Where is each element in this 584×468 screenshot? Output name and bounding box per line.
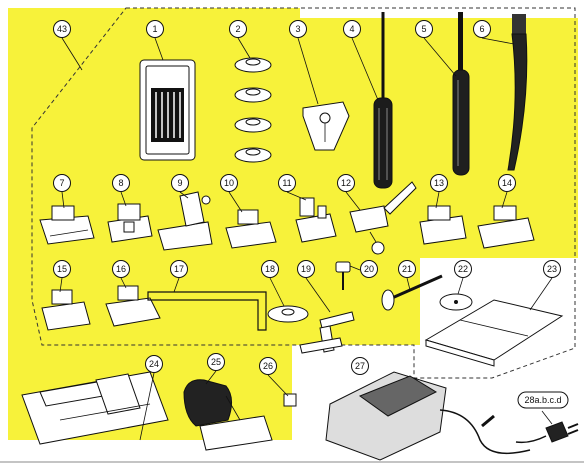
- callout-19: 19: [297, 260, 315, 278]
- svg-text:23: 23: [547, 264, 557, 274]
- svg-text:14: 14: [502, 178, 512, 188]
- callout-13: 13: [430, 174, 448, 192]
- callout-9: 9: [171, 174, 189, 192]
- leader-lines: [59, 37, 553, 441]
- svg-text:10: 10: [224, 178, 234, 188]
- presser-foot-15: [41, 289, 91, 331]
- callout-20: 20: [360, 260, 378, 278]
- bobbin-winder-guide: [299, 311, 355, 354]
- svg-text:20: 20: [364, 264, 374, 274]
- callout-17: 17: [170, 260, 188, 278]
- svg-text:22: 22: [458, 264, 468, 274]
- callout-7: 7: [53, 174, 71, 192]
- callout-2: 2: [229, 20, 247, 38]
- callout-16: 16: [112, 260, 130, 278]
- callout-23: 23: [543, 260, 561, 278]
- callout-10: 10: [220, 174, 238, 192]
- spool-felt: [439, 293, 473, 311]
- svg-text:6: 6: [479, 24, 484, 34]
- svg-text:15: 15: [57, 264, 67, 274]
- presser-foot-14: [477, 205, 535, 249]
- buttonhole-foot: [21, 371, 169, 445]
- svg-text:17: 17: [174, 264, 184, 274]
- presser-foot-7: [39, 205, 95, 245]
- callout-28: 28a.b.c.d: [517, 391, 569, 409]
- walking-foot: [183, 379, 273, 451]
- svg-text:12: 12: [341, 178, 351, 188]
- spool-cap: [267, 305, 309, 323]
- callout-12: 12: [337, 174, 355, 192]
- callout-24: 24: [145, 355, 163, 373]
- svg-text:21: 21: [402, 264, 412, 274]
- callout-15: 15: [53, 260, 71, 278]
- callout-8: 8: [112, 174, 130, 192]
- callout-18: 18: [261, 260, 279, 278]
- svg-text:13: 13: [434, 178, 444, 188]
- callout-21: 21: [398, 260, 416, 278]
- bobbins: [234, 57, 272, 163]
- svg-text:4: 4: [349, 24, 354, 34]
- svg-text:3: 3: [295, 24, 300, 34]
- spare-part-26: [283, 393, 297, 407]
- svg-text:43: 43: [57, 24, 67, 34]
- lint-brush: [507, 14, 528, 171]
- callout-43: 43: [53, 20, 71, 38]
- spool-pin: [381, 274, 443, 311]
- callout-22: 22: [454, 260, 472, 278]
- callout-14: 14: [498, 174, 516, 192]
- callout-11: 11: [278, 174, 296, 192]
- svg-text:19: 19: [301, 264, 311, 274]
- svg-text:7: 7: [59, 178, 64, 188]
- callout-27: 27: [351, 357, 369, 375]
- svg-text:28a.b.c.d: 28a.b.c.d: [524, 395, 561, 405]
- dashed-boundary: [31, 7, 576, 379]
- screw: [335, 261, 351, 290]
- svg-text:8: 8: [118, 178, 123, 188]
- screwdriver: [373, 12, 393, 189]
- screwdriver-disc: [302, 101, 350, 151]
- svg-text:24: 24: [149, 359, 159, 369]
- svg-text:2: 2: [235, 24, 240, 34]
- svg-text:16: 16: [116, 264, 126, 274]
- callout-3: 3: [289, 20, 307, 38]
- presser-foot-9: [157, 191, 213, 251]
- hex-key: [147, 291, 267, 331]
- callout-5: 5: [415, 20, 433, 38]
- svg-text:18: 18: [265, 264, 275, 274]
- callout-4: 4: [343, 20, 361, 38]
- svg-text:25: 25: [211, 357, 221, 367]
- foot-controller: [325, 371, 531, 461]
- seam-ripper: [452, 12, 470, 176]
- svg-text:27: 27: [355, 361, 365, 371]
- extension-table-cover: [424, 299, 564, 367]
- needle-pack: [139, 59, 196, 161]
- callout-25: 25: [207, 353, 225, 371]
- presser-foot-10: [225, 209, 277, 249]
- presser-foot-13: [419, 205, 467, 245]
- presser-foot-16: [105, 285, 161, 327]
- svg-text:5: 5: [421, 24, 426, 34]
- callout-1: 1: [146, 20, 164, 38]
- svg-text:11: 11: [282, 178, 291, 188]
- presser-foot-8: [107, 203, 153, 243]
- svg-text:1: 1: [152, 24, 157, 34]
- callout-26: 26: [259, 357, 277, 375]
- power-cord: [515, 421, 579, 444]
- presser-foot-12: [349, 181, 417, 255]
- svg-text:26: 26: [263, 361, 273, 371]
- callout-6: 6: [473, 20, 491, 38]
- presser-foot-11: [295, 197, 337, 243]
- svg-text:9: 9: [177, 178, 182, 188]
